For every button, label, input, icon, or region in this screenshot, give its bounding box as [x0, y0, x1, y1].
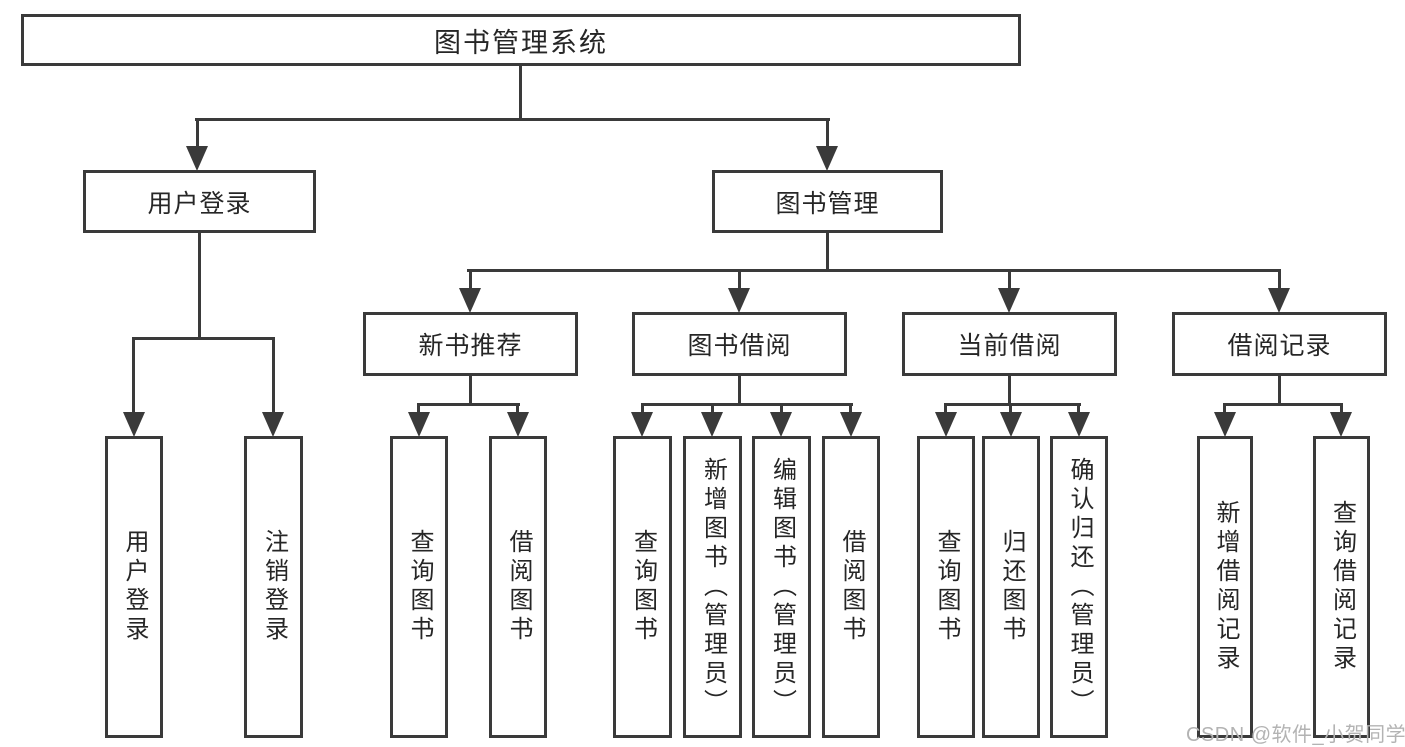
leaf-return-book: 归还图书 [982, 436, 1040, 738]
connector-root-split [195, 118, 830, 121]
connector-newbookrec-stem [469, 376, 472, 405]
connector-bookborrow-stem [738, 376, 741, 405]
connector-newbookrec-split [417, 403, 520, 406]
arrow-to-user-login [186, 146, 208, 171]
arrow-to-borrow-book-2 [840, 412, 862, 437]
leaf-confirm-return-admin: 确认归还（管理员） [1050, 436, 1108, 738]
arrow-to-book-borrow [728, 288, 750, 313]
connector-userlogin-stem [198, 233, 201, 337]
leaf-query-book-2: 查询图书 [613, 436, 672, 738]
arrow-to-query-book-3 [935, 412, 957, 437]
leaf-add-book-admin: 新增图书（管理员） [683, 436, 742, 738]
arrow-to-add-borrow-record [1214, 412, 1236, 437]
connector-borrowrecord-drop-2 [1340, 403, 1343, 415]
leaf-edit-book-admin: 编辑图书（管理员） [752, 436, 811, 738]
arrow-to-current-borrow [998, 288, 1020, 313]
connector-bookborrow-drop-2 [711, 403, 714, 415]
arrow-to-query-borrow-record [1330, 412, 1352, 437]
connector-currentborrow-drop-3 [1077, 403, 1080, 415]
connector-bookborrow-drop-1 [641, 403, 644, 415]
connector-root-stem [519, 66, 522, 118]
connector-newbookrec-drop-1 [417, 403, 420, 415]
connector-bookmgmt-split [467, 269, 1281, 272]
leaf-borrow-book-2: 借阅图书 [822, 436, 880, 738]
connector-currentborrow-stem [1008, 376, 1011, 405]
node-root: 图书管理系统 [21, 14, 1021, 66]
connector-bookmgmt-drop-2 [738, 269, 741, 290]
connector-borrowrecord-stem [1278, 376, 1281, 405]
connector-currentborrow-drop-1 [944, 403, 947, 415]
leaf-query-book-1: 查询图书 [390, 436, 448, 738]
connector-root-left-drop [196, 118, 199, 148]
leaf-borrow-book-1: 借阅图书 [489, 436, 547, 738]
connector-root-right-drop [826, 118, 829, 148]
arrow-to-edit-book [770, 412, 792, 437]
leaf-user-login: 用户登录 [105, 436, 163, 738]
connector-currentborrow-drop-2 [1009, 403, 1012, 415]
connector-bookborrow-split [641, 403, 853, 406]
arrow-to-confirm-return [1068, 412, 1090, 437]
connector-bookborrow-drop-3 [780, 403, 783, 415]
arrow-to-query-book-1 [408, 412, 430, 437]
connector-currentborrow-split [944, 403, 1081, 406]
csdn-watermark: CSDN @软件_小贺同学 [1186, 724, 1405, 746]
leaf-add-borrow-record: 新增借阅记录 [1197, 436, 1253, 738]
arrow-to-return-book [1000, 412, 1022, 437]
leaf-logout: 注销登录 [244, 436, 303, 738]
node-new-book-recommend: 新书推荐 [363, 312, 578, 376]
connector-bookmgmt-stem [826, 233, 829, 272]
arrow-to-query-book-2 [631, 412, 653, 437]
node-current-borrow: 当前借阅 [902, 312, 1117, 376]
node-user-login: 用户登录 [83, 170, 316, 233]
connector-newbookrec-drop-2 [516, 403, 519, 415]
arrow-to-user-login-leaf [123, 412, 145, 437]
leaf-query-borrow-record: 查询借阅记录 [1313, 436, 1370, 738]
arrow-to-borrow-record [1268, 288, 1290, 313]
arrow-to-add-book [701, 412, 723, 437]
connector-bookmgmt-drop-3 [1008, 269, 1011, 290]
arrow-to-borrow-book-1 [507, 412, 529, 437]
connector-bookmgmt-drop-1 [469, 269, 472, 290]
connector-bookborrow-drop-4 [849, 403, 852, 415]
connector-userlogin-drop-2 [272, 337, 275, 415]
node-borrow-records: 借阅记录 [1172, 312, 1387, 376]
connector-borrowrecord-drop-1 [1223, 403, 1226, 415]
connector-userlogin-split [132, 337, 275, 340]
leaf-query-book-3: 查询图书 [917, 436, 975, 738]
node-book-borrow: 图书借阅 [632, 312, 847, 376]
connector-bookmgmt-drop-4 [1278, 269, 1281, 290]
arrow-to-new-book-rec [459, 288, 481, 313]
connector-borrowrecord-split [1223, 403, 1343, 406]
node-book-management: 图书管理 [712, 170, 943, 233]
arrow-to-logout-leaf [262, 412, 284, 437]
connector-userlogin-drop-1 [132, 337, 135, 415]
arrow-to-book-mgmt [816, 146, 838, 171]
